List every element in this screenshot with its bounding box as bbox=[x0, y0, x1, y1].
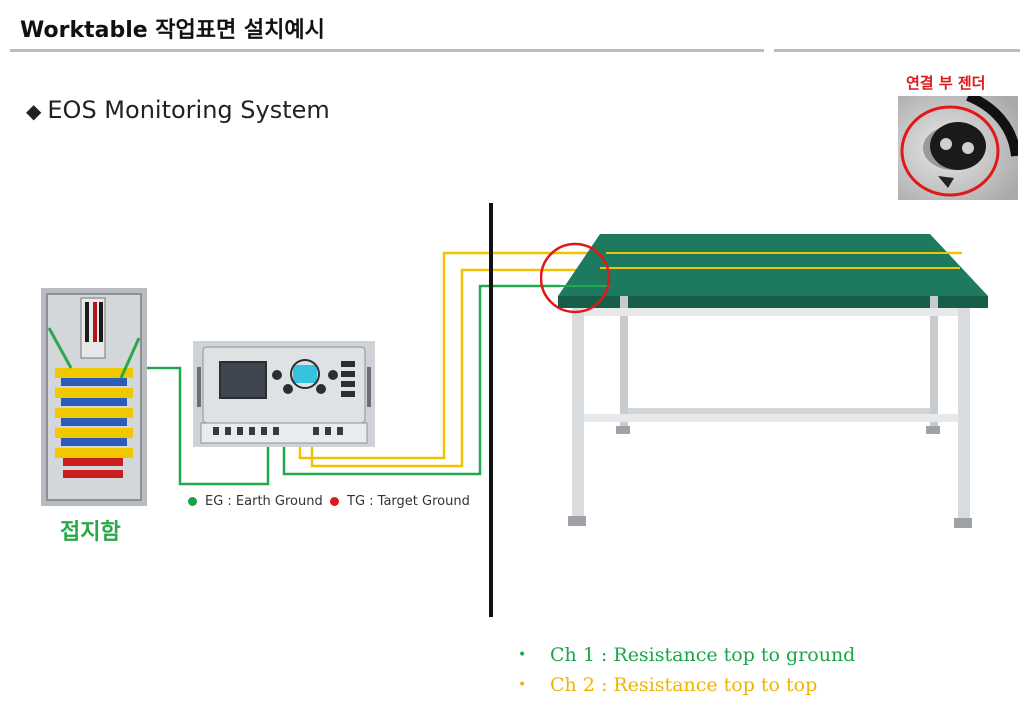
header-rule-left bbox=[10, 49, 764, 52]
diamond-bullet-icon: ◆ bbox=[26, 99, 42, 123]
worktable-drawing bbox=[540, 234, 988, 528]
legend-eg-label: EG : Earth Ground bbox=[205, 494, 323, 509]
page-title: Worktable 작업표면 설치예시 bbox=[20, 18, 325, 43]
eos-monitor-photo bbox=[193, 341, 375, 447]
section-heading: ◆EOS Monitoring System bbox=[26, 96, 330, 124]
green-dot-icon bbox=[188, 497, 197, 506]
header-rule-right bbox=[774, 49, 1020, 52]
channel-2-label: Ch 2 : Resistance top to top bbox=[550, 674, 818, 696]
channel-item-2: • Ch 2 : Resistance top to top bbox=[518, 670, 855, 700]
channel-1-label: Ch 1 : Resistance top to ground bbox=[550, 644, 856, 666]
ch2-yellow-wire-inner bbox=[310, 268, 606, 468]
ground-panel-photo bbox=[41, 288, 147, 506]
legend-earth-ground: EG : Earth Ground bbox=[188, 494, 323, 509]
connector-photo bbox=[898, 96, 1018, 200]
bullet-icon: • bbox=[518, 677, 527, 693]
legend-target-ground: TG : Target Ground bbox=[330, 494, 470, 509]
channel-item-1: • Ch 1 : Resistance top to ground bbox=[518, 640, 855, 670]
section-heading-text: EOS Monitoring System bbox=[47, 96, 330, 124]
ch1-green-wire bbox=[282, 284, 560, 476]
legend-tg-label: TG : Target Ground bbox=[347, 494, 470, 509]
channel-list: • Ch 1 : Resistance top to ground • Ch 2… bbox=[518, 640, 855, 700]
bullet-icon: • bbox=[518, 647, 527, 663]
section-divider bbox=[489, 203, 493, 617]
ground-panel-label: 접지함 bbox=[60, 520, 121, 545]
connector-label: 연결 부 젠더 bbox=[906, 74, 986, 92]
red-dot-icon bbox=[330, 497, 339, 506]
earth-ground-wire bbox=[146, 366, 270, 486]
